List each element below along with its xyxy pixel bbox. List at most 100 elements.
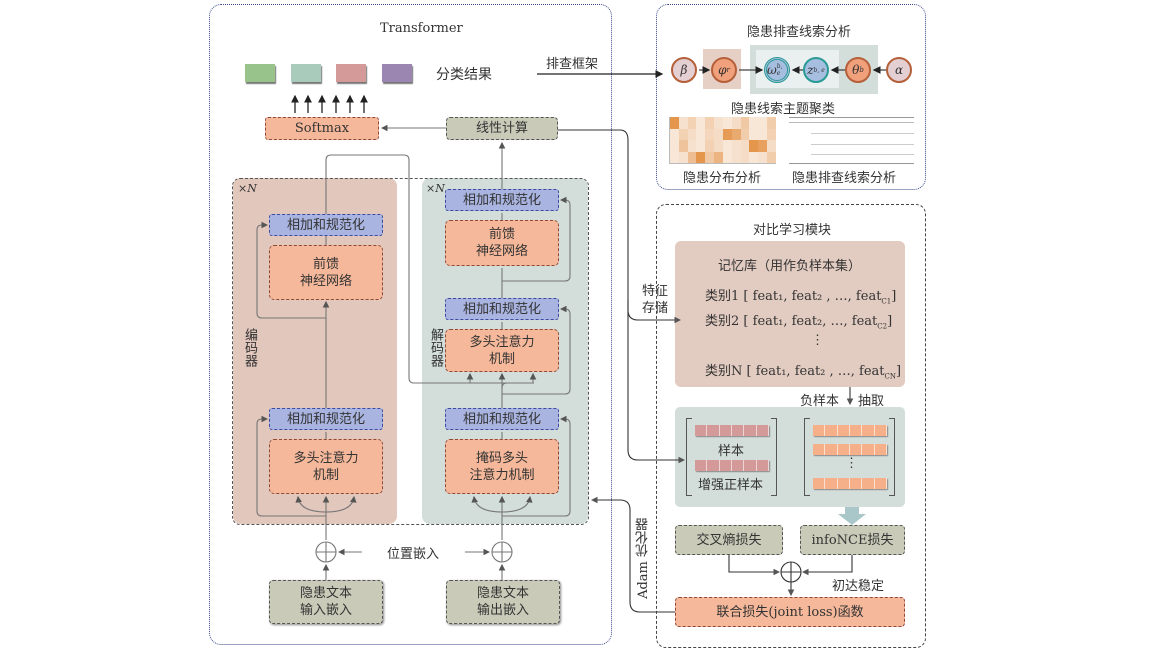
- result-chip-4: [382, 64, 412, 82]
- bracket-left-close: [771, 418, 777, 496]
- heatmap-cell: [767, 117, 776, 129]
- node-omega-sub: b, e: [776, 63, 783, 77]
- memory-row-2: 类别2 [ feat₁, feat₂, …, featC2]: [705, 310, 892, 331]
- nce-loss-box[interactable]: infoNCE损失: [800, 525, 905, 555]
- heatmap-cell: [767, 140, 776, 152]
- memory-row-n-sub: CN: [884, 372, 897, 381]
- feature-store-line2: 存储: [642, 301, 669, 316]
- heatmap-label: 隐患分布分析: [683, 171, 762, 186]
- cluster-label: 隐患线索主题聚类: [731, 102, 836, 117]
- decoder-addnorm-top[interactable]: 相加和规范化: [445, 189, 559, 211]
- decoder-addnorm-bottom-label: 相加和规范化: [462, 411, 541, 427]
- memory-row-2-sub: C2: [877, 322, 888, 331]
- transformer-title: Transformer: [380, 21, 463, 36]
- encoder-addnorm-bottom-label: 相加和规范化: [286, 411, 365, 427]
- heatmap-cell: [670, 140, 679, 152]
- memory-row-n-content: [ feat₁, feat₂ , …, feat: [746, 364, 885, 379]
- decoder-mha-line1: 多头注意力: [469, 334, 535, 350]
- table-rule-bottom: [789, 163, 914, 164]
- heatmap-cell: [722, 151, 732, 163]
- heatmap-cell: [767, 128, 776, 140]
- decoder-mha-line2: 机制: [488, 351, 515, 367]
- decoder-ffn[interactable]: 前馈神经网络: [445, 220, 559, 266]
- heatmap-thumbnail: [669, 117, 776, 164]
- positional-label: 位置嵌入: [387, 547, 440, 562]
- heatmap-cell: [705, 117, 715, 129]
- heatmap-cell: [714, 117, 723, 129]
- memory-ellipsis: ⋮: [811, 333, 824, 348]
- heatmap-cell: [749, 151, 759, 163]
- output-embedding[interactable]: 隐患文本输出嵌入: [446, 580, 560, 624]
- memory-row-2-content: [ feat₁, feat₂, …, feat: [743, 314, 878, 329]
- table-label: 隐患排查线索分析: [792, 171, 897, 186]
- node-beta: β: [671, 57, 697, 83]
- heatmap-cell: [740, 151, 750, 163]
- encoder-addnorm-bottom[interactable]: 相加和规范化: [269, 408, 383, 430]
- memory-row-1-class: 类别1: [705, 289, 740, 304]
- encoder-ffn[interactable]: 前馈神经网络: [269, 245, 383, 300]
- decoder-masked-mha[interactable]: 掩码多头注意力机制: [445, 439, 559, 494]
- memory-bank: [675, 241, 905, 387]
- output-embed-line1: 隐患文本: [476, 586, 529, 601]
- encoder-mha-line1: 多头注意力: [293, 450, 359, 466]
- heatmap-cell: [740, 140, 750, 152]
- memory-row-2-end: ]: [887, 314, 893, 329]
- table-rule-1: [811, 133, 914, 134]
- heatmap-cell: [670, 128, 679, 140]
- heatmap-cell: [714, 128, 723, 140]
- bracket-left-open: [686, 418, 692, 496]
- ce-loss-box[interactable]: 交叉熵损失: [675, 525, 783, 555]
- input-embed-line1: 隐患文本: [299, 586, 352, 601]
- heatmap-cell: [678, 151, 688, 163]
- decoder-ffn-line2: 神经网络: [475, 244, 528, 259]
- feature-store-label: 特征存储: [642, 283, 668, 317]
- analysis-title: 隐患排查线索分析: [747, 25, 852, 40]
- heatmap-cell: [740, 128, 750, 140]
- node-theta-sub: b: [859, 66, 864, 74]
- adam-label: Adam 优化器: [636, 518, 651, 599]
- heatmap-cell: [714, 140, 723, 152]
- node-omega-label: ω: [767, 63, 777, 77]
- softmax-label: Softmax: [294, 121, 350, 136]
- heatmap-cell: [705, 151, 715, 163]
- negative-vector-1: [813, 425, 887, 436]
- heatmap-cell: [731, 151, 741, 163]
- transformer-panel: [209, 4, 612, 645]
- memory-row-n: 类别N [ feat₁, feat₂ , …, featCN]: [705, 360, 901, 381]
- heatmap-cell: [731, 117, 741, 129]
- node-z-sub: b, e: [813, 66, 825, 74]
- encoder-addnorm-top-label: 相加和规范化: [286, 217, 365, 233]
- node-alpha-label: α: [894, 63, 904, 77]
- contrastive-title: 对比学习模块: [753, 223, 832, 238]
- softmax-box[interactable]: Softmax: [265, 117, 379, 140]
- encoder-addnorm-top[interactable]: 相加和规范化: [269, 214, 383, 236]
- decoder-addnorm-bottom[interactable]: 相加和规范化: [445, 408, 559, 430]
- augmented-label: 增强正样本: [698, 478, 764, 493]
- decoder-addnorm-mid[interactable]: 相加和规范化: [445, 298, 559, 320]
- decoder-repeat: ×N: [426, 182, 445, 195]
- result-chip-2: [291, 64, 321, 82]
- table-rule-2: [811, 144, 914, 145]
- heatmap-cell: [722, 128, 732, 140]
- decoder-mha[interactable]: 多头注意力机制: [445, 329, 559, 372]
- table-rule-top: [789, 117, 914, 118]
- input-embedding[interactable]: 隐患文本输入嵌入: [269, 580, 383, 624]
- negative-ellipsis: ⋮: [845, 456, 858, 471]
- memory-row-1-sub: C1: [881, 297, 892, 306]
- decoder-masked-line2: 注意力机制: [469, 467, 535, 483]
- linear-box[interactable]: 线性计算: [446, 117, 558, 140]
- heatmap-cell: [670, 117, 679, 129]
- heatmap-cell: [758, 128, 768, 140]
- memory-row-1-end: ]: [891, 289, 897, 304]
- encoder-mha[interactable]: 多头注意力机制: [269, 439, 383, 494]
- sample-vector: [695, 425, 769, 436]
- memory-row-2-class: 类别2: [705, 314, 740, 329]
- heatmap-cell: [696, 140, 706, 152]
- decoder-masked-line1: 掩码多头: [475, 450, 528, 466]
- heatmap-cell: [670, 151, 679, 163]
- joint-loss-box[interactable]: 联合损失(joint loss)函数: [675, 597, 905, 627]
- table-rule-3: [811, 154, 914, 155]
- heatmap-cell: [714, 151, 723, 163]
